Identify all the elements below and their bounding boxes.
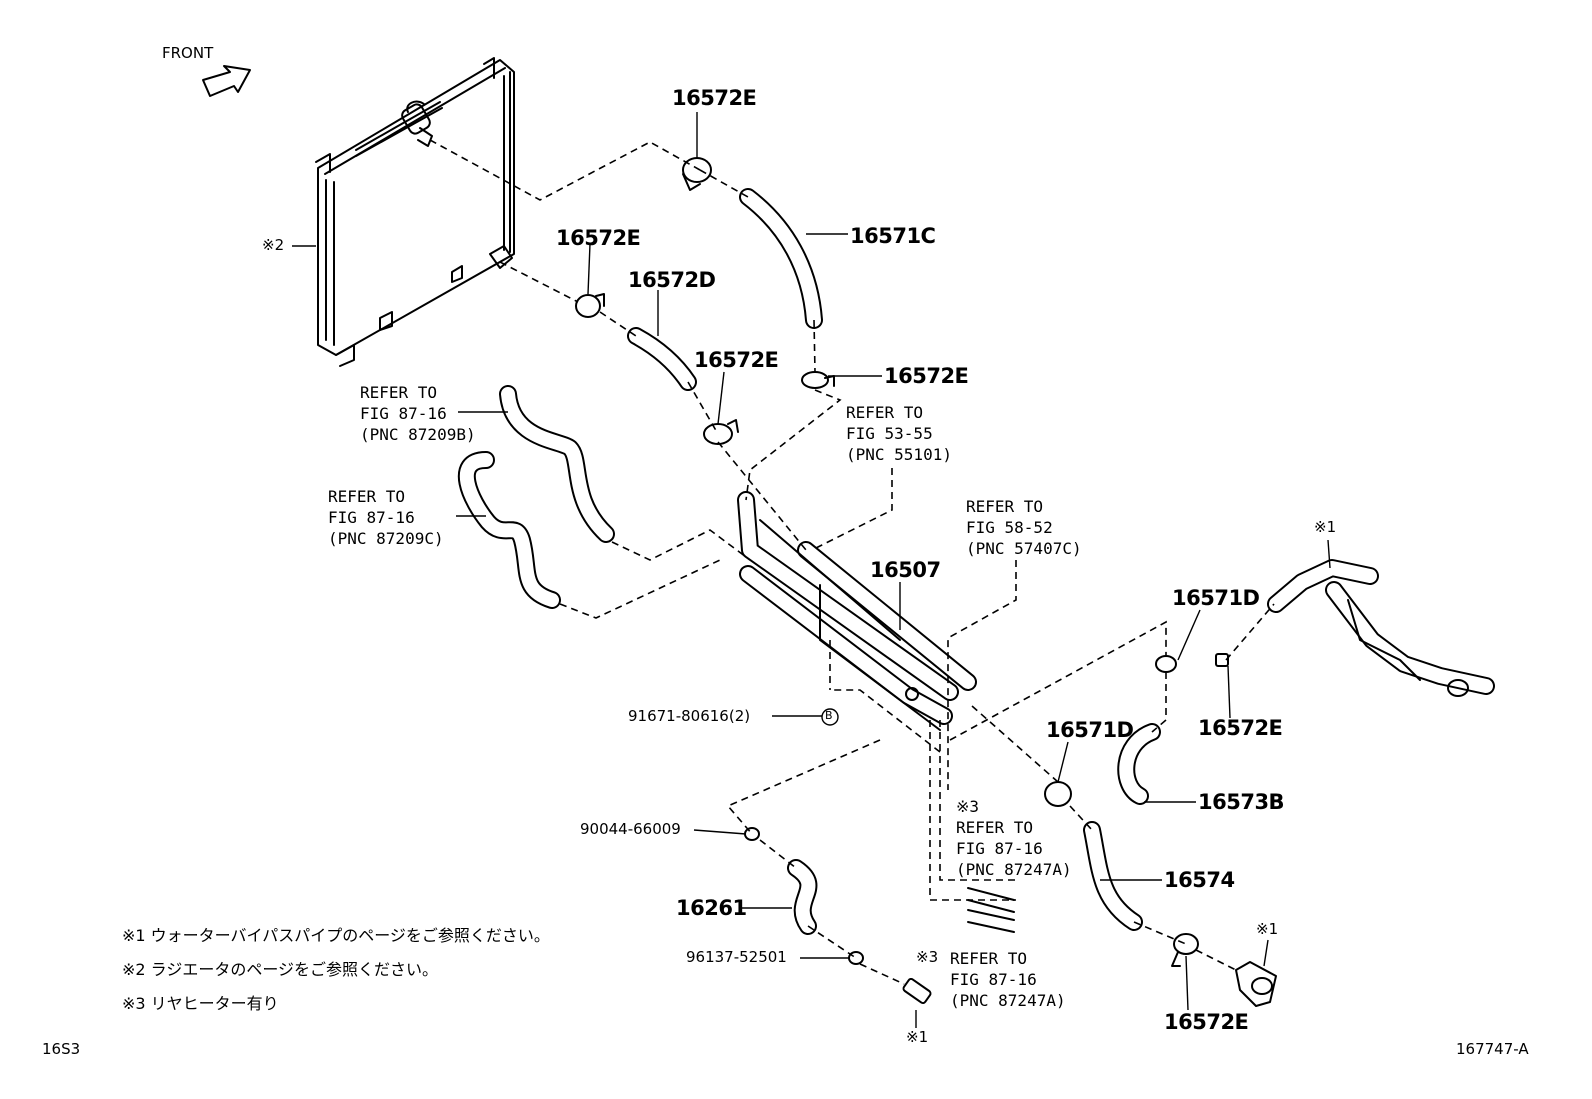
callout-16572e-1: 16572E [672, 86, 757, 110]
callout-96137: 96137-52501 [686, 948, 787, 966]
hose-16574 [1083, 821, 1143, 931]
clamp-lower-2 [703, 419, 739, 445]
illustration-number: 167747-A [1456, 1040, 1529, 1058]
clamp-16571d-upper [1155, 655, 1177, 673]
clamp-16572e-bottom [1171, 933, 1199, 967]
callout-16571d-2: 16571D [1046, 718, 1134, 742]
callout-16572e-5: 16572E [1198, 716, 1283, 740]
callout-16507: 16507 [870, 558, 941, 582]
front-arrow-icon [202, 65, 251, 97]
note-3: ※3 リヤヒーター有り [122, 994, 279, 1013]
clip-90044 [744, 827, 760, 841]
union-fitting [902, 977, 932, 1005]
reference-87209b: REFER TO FIG 87-16 (PNC 87209B) [360, 383, 476, 444]
clamp-lower-1 [575, 293, 605, 318]
mark-1-bypass: ※1 [1314, 518, 1337, 536]
callout-16572e-4: 16572E [884, 364, 969, 388]
reference-55101: REFER TO FIG 53-55 (PNC 55101) [846, 403, 952, 464]
reference-87247a-1: ※3 REFER TO FIG 87-16 (PNC 87247A) [956, 797, 1072, 879]
reference-87209c: REFER TO FIG 87-16 (PNC 87209C) [328, 487, 444, 548]
rear-heater-tubes [967, 887, 1015, 933]
water-outlet-fitting [1235, 961, 1277, 1007]
radiator [315, 57, 515, 367]
callout-16572e-3: 16572E [694, 348, 779, 372]
callout-16574: 16574 [1164, 868, 1235, 892]
reference-87247a-2: REFER TO FIG 87-16 (PNC 87247A) [950, 949, 1066, 1010]
hose-16261 [787, 859, 818, 935]
heater-hose-87209c [457, 451, 561, 609]
callout-91671: 91671-80616(2) [628, 707, 751, 725]
mark-1-outlet: ※1 [1256, 920, 1279, 938]
callout-90044: 90044-66009 [580, 820, 681, 838]
callout-16572e-6: 16572E [1164, 1010, 1249, 1034]
lower-radiator-hose [627, 327, 697, 391]
heater-hose-87209b [499, 385, 615, 543]
front-label: FRONT [162, 44, 214, 62]
upper-radiator-hose [739, 188, 823, 329]
clamp-upper-2 [801, 371, 835, 389]
callout-16571d-1: 16571D [1172, 586, 1260, 610]
point-b-circle [821, 708, 839, 726]
callout-16571c: 16571C [850, 224, 936, 248]
water-pipe-assembly [737, 491, 977, 731]
callout-16572e-2: 16572E [556, 226, 641, 250]
callout-16573b: 16573B [1198, 790, 1285, 814]
callout-16261: 16261 [676, 896, 747, 920]
water-bypass-pipe [1267, 559, 1495, 697]
hose-16573b [1117, 723, 1161, 805]
reference-57407c: REFER TO FIG 58-52 (PNC 57407C) [966, 497, 1082, 558]
callout-16572d: 16572D [628, 268, 716, 292]
footer-code: 16S3 [42, 1040, 81, 1058]
point-b-label: B [825, 709, 833, 722]
note-1: ※1 ウォーターバイパスパイプのページをご参照ください。 [122, 926, 550, 945]
note-2: ※2 ラジエータのページをご参照ください。 [122, 960, 439, 979]
fitting-16572e-right [1215, 653, 1229, 667]
mark-1-union: ※1 [906, 1028, 929, 1046]
relation-lines [429, 139, 1275, 985]
leader-lines [292, 112, 1331, 1028]
reference-87247a-2-mark: ※3 [916, 948, 939, 966]
mark-2-radiator: ※2 [262, 236, 285, 254]
